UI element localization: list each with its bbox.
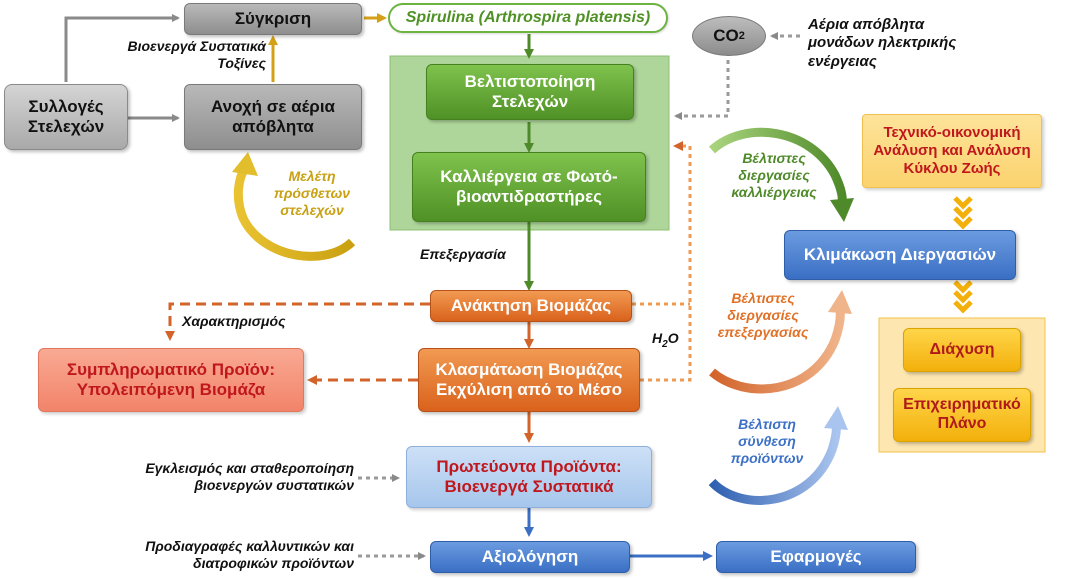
arrow-collections-to-comparison: [64, 14, 180, 82]
spirulina-common-name: Spirulina: [405, 8, 475, 26]
node-scale-up: Κλιμάκωση Διεργασιών: [784, 230, 1016, 280]
node-biomass-recovery: Ανάκτηση Βιομάζας: [430, 290, 632, 322]
co2-text: CO: [713, 25, 739, 45]
spirulina-latin-name: (Arthrospira platensis): [478, 8, 651, 26]
arc-additional-strains-head: [232, 152, 258, 176]
node-strain-optimization: Βελτιστοποίηση Στελεχών: [426, 64, 634, 120]
arc-best-formulation: [708, 423, 841, 505]
arrow-water-recycle: [640, 141, 692, 382]
label-best-formulation: Βέλτιστη σύνθεση προϊόντων: [730, 416, 804, 467]
water-o: O: [667, 330, 679, 346]
co2-subscript: 2: [738, 29, 745, 42]
node-strain-collections: Συλλογές Στελεχών: [4, 84, 128, 150]
node-gas-tolerance: Ανοχή σε αέρια απόβλητα: [184, 84, 362, 150]
arc-additional-strains: [233, 163, 356, 261]
water-h: H: [652, 330, 663, 346]
water-subscript: 2: [662, 338, 668, 350]
label-water: H2O: [652, 330, 679, 351]
node-evaluation: Αξιολόγηση: [430, 541, 630, 573]
node-comparison: Σύγκριση: [184, 3, 362, 35]
arc-best-cultivation-head: [830, 198, 854, 222]
arc-best-cultivation: [708, 127, 847, 206]
node-applications: Εφαρμογές: [716, 541, 916, 573]
label-bioactives-toxins: Βιοενεργά Συστατικά Τοξίνες: [127, 38, 267, 72]
node-dissemination: Διάχυση: [903, 328, 1021, 372]
arrow-co2-to-panel: [674, 52, 730, 120]
label-additional-strains: Μελέτη πρόσθετων στελεχών: [273, 168, 351, 219]
chevrons-bottom: [953, 280, 973, 314]
label-best-processing: Βέλτιστες διεργασίες επεξεργασίας: [717, 290, 809, 341]
node-photobioreactor: Καλλιέργεια σε Φωτό-βιοαντιδραστήρες: [412, 152, 646, 222]
label-specifications: Προδιαγραφές καλλυντικών και διατροφικών…: [145, 538, 354, 572]
label-best-cultivation: Βέλτιστες διεργασίες καλλιέργειας: [731, 150, 817, 201]
arc-best-processing-head: [828, 290, 852, 314]
node-techno-economic: Τεχνικό-οικονομική Ανάλυση και Ανάλυση Κ…: [862, 114, 1042, 188]
node-fractionation: Κλασμάτωση Βιομάζας Εκχύλιση από το Μέσο: [418, 348, 640, 412]
label-processing: Επεξεργασία: [420, 246, 506, 262]
label-characterization: Χαρακτηρισμός: [182, 313, 286, 329]
arc-best-formulation-head: [824, 406, 848, 430]
label-encapsulation: Εγκλεισμός και σταθεροποίηση βιοενεργών …: [145, 460, 354, 494]
arc-best-processing: [709, 307, 845, 394]
arrow-recovery-characterization: [165, 302, 430, 341]
node-spirulina: Spirulina (Arthrospira platensis): [388, 3, 668, 33]
node-byproduct: Συμπληρωματικό Προϊόν: Υπολειπόμενη Βιομ…: [38, 348, 304, 412]
chevrons-top: [953, 196, 973, 230]
label-power-plant-gases: Αέρια απόβλητα μονάδων ηλεκτρικής ενέργε…: [808, 16, 957, 70]
node-business-plan: Επιχειρηματικό Πλάνο: [893, 388, 1031, 442]
node-primary-products: Πρωτεύοντα Προϊόντα: Βιοενεργά Συστατικά: [406, 446, 652, 508]
